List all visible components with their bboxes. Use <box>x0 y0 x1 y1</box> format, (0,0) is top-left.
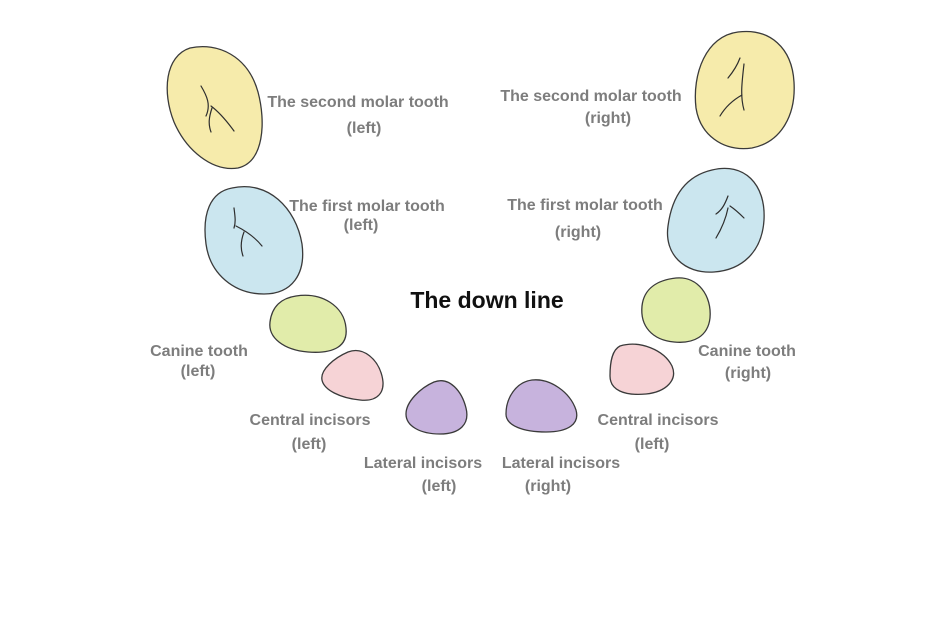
label-lateral-incisors-left-side: (left) <box>422 478 457 495</box>
second-molar-right-groove <box>719 57 745 117</box>
second-molar-right-shape <box>694 30 795 150</box>
label-first-molar-right-side: (right) <box>555 224 601 241</box>
label-lateral-incisors-left-name: Lateral incisors <box>364 455 482 472</box>
lateral-incisor-right <box>505 379 578 433</box>
label-second-molar-right: The second molar tooth (right) <box>500 88 681 127</box>
label-second-molar-right-side: (right) <box>585 110 631 127</box>
label-second-molar-left-name: The second molar tooth <box>267 94 448 111</box>
label-canine-right-name: Canine tooth <box>698 343 796 360</box>
label-central-incisors-right: Central incisors (left) <box>598 412 719 453</box>
label-lateral-incisors-right-name: Lateral incisors <box>502 455 620 472</box>
label-canine-left-name: Canine tooth <box>150 343 248 360</box>
label-lateral-incisors-left: Lateral incisors (left) <box>364 455 482 495</box>
label-central-incisors-left-name: Central incisors <box>250 412 371 429</box>
second-molar-left-groove <box>200 85 235 133</box>
label-central-incisors-right-name: Central incisors <box>598 412 719 429</box>
diagram-title: The down line <box>410 287 563 313</box>
central-incisor-left <box>321 350 384 401</box>
canine-right <box>641 277 711 343</box>
label-second-molar-left: The second molar tooth (left) <box>267 94 448 137</box>
label-lateral-incisors-right: Lateral incisors (right) <box>502 455 620 495</box>
canine-left <box>269 294 347 353</box>
first-molar-left-groove <box>233 207 263 257</box>
first-molar-left <box>204 186 304 295</box>
label-canine-right: Canine tooth (right) <box>698 343 796 382</box>
label-first-molar-left: The first molar tooth (left) <box>289 198 445 234</box>
label-first-molar-right: The first molar tooth (right) <box>507 197 663 241</box>
second-molar-right <box>694 30 795 150</box>
label-first-molar-right-name: The first molar tooth <box>507 197 663 214</box>
label-lateral-incisors-right-side: (right) <box>525 478 571 495</box>
label-first-molar-left-side: (left) <box>344 217 379 234</box>
label-second-molar-right-name: The second molar tooth <box>500 88 681 105</box>
central-incisor-right <box>609 343 675 396</box>
label-central-incisors-left-side: (left) <box>292 436 327 453</box>
second-molar-left <box>166 46 263 170</box>
lateral-incisor-left <box>405 380 468 435</box>
label-canine-left-side: (left) <box>181 363 216 380</box>
first-molar-right <box>666 167 765 273</box>
label-central-incisors-right-side: (left) <box>635 436 670 453</box>
label-central-incisors-left: Central incisors (left) <box>250 412 371 453</box>
first-molar-left-shape <box>204 186 304 295</box>
label-canine-right-side: (right) <box>725 365 771 382</box>
label-canine-left: Canine tooth (left) <box>150 343 248 380</box>
second-molar-left-shape <box>166 46 263 170</box>
label-first-molar-left-name: The first molar tooth <box>289 198 445 215</box>
first-molar-right-shape <box>666 167 765 273</box>
label-second-molar-left-side: (left) <box>347 120 382 137</box>
first-molar-right-groove <box>715 195 745 239</box>
